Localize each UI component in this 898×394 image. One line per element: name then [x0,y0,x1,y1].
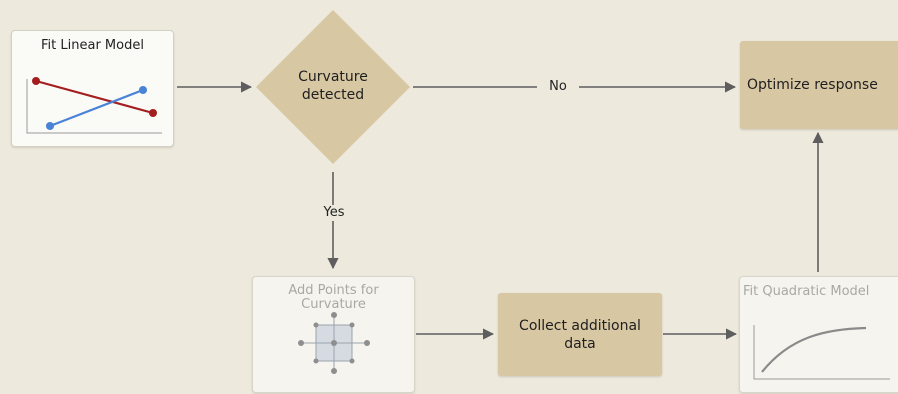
fit-quadratic-model-label: Fit Quadratic Model [743,284,870,299]
collect-data-label: Collect additional data [519,317,641,352]
fit-linear-model-label: Fit Linear Model [41,38,144,53]
quadratic-model-icon [753,325,890,380]
optimize-response-node[interactable]: Optimize response [740,41,898,129]
optimize-response-label: Optimize response [747,77,878,93]
linear-model-icon [26,77,162,134]
curvature-decision-diamond[interactable] [253,8,413,168]
add-points-node[interactable]: Add Points for Curvature [252,276,415,393]
fit-quadratic-model-node[interactable]: Fit Quadratic Model [739,276,898,393]
fit-linear-model-node[interactable]: Fit Linear Model [11,30,174,147]
add-points-label: Add Points for Curvature [288,283,379,312]
edge-label-no: No [537,79,579,95]
curvature-decision-label: Curvature detected [298,69,368,103]
edge-label-yes: Yes [314,205,354,221]
design-points-icon [298,312,370,374]
collect-data-node[interactable]: Collect additional data [498,293,662,376]
